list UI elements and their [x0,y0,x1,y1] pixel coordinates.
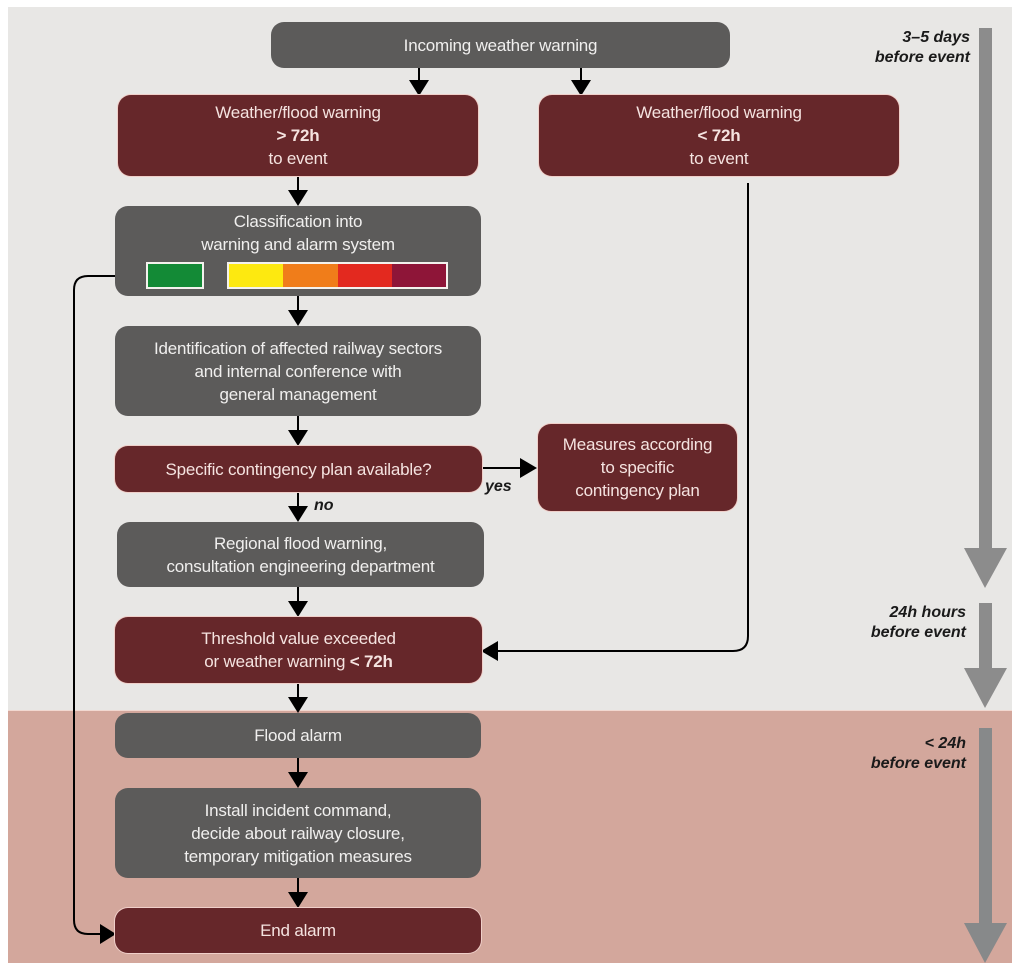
node-text: Threshold value exceeded [201,629,396,648]
timeline-label-line: 3–5 days [902,29,970,46]
node-contingency-question: Specific contingency plan available? [115,446,482,492]
node-text: Incoming weather warning [403,35,598,55]
edge-label-yes: yes [485,478,512,495]
node-text: or weather warning < 72h [204,650,393,673]
node-install-incident-command: Install incident command, decide about r… [115,788,481,878]
node-text: Flood alarm [254,726,342,745]
node-text: Classification into [233,212,363,231]
node-text: consultation engineering department [166,556,435,576]
node-text: Weather/flood warning [636,103,802,122]
node-end-alarm: End alarm [115,908,481,953]
node-text: End alarm [260,921,336,940]
arrow-green-to-end [73,275,148,935]
node-text: to event [268,149,328,168]
warning-level-purple [391,264,446,287]
arrow-lt72-to-threshold [498,183,749,652]
node-incoming-warning: Incoming weather warning [271,22,730,68]
node-warning-under-72h: Weather/flood warning < 72h to event [539,95,899,176]
timeline-arrow-1 [964,28,1007,588]
node-text: Regional flood warning, [213,533,388,553]
node-identification: Identification of affected railway secto… [115,326,481,416]
node-text: general management [219,384,377,404]
timeline-label-line: 24h hours [889,604,966,621]
node-text: Measures according [562,435,713,454]
edge-label-no: no [314,497,334,514]
timeline-label-line: before event [874,49,970,66]
timeline-label-line: before event [870,624,966,641]
warning-level-red [337,264,392,287]
timeline-label-line: < 24h [924,735,966,752]
node-text: to specific [600,458,675,477]
node-text: contingency plan [575,481,700,500]
warning-level-green [146,262,204,289]
node-text: decide about railway closure, [191,823,405,843]
node-text-bold: < 72h [349,652,393,671]
node-regional-flood-warning: Regional flood warning, consultation eng… [117,522,484,587]
timeline-arrow-3 [964,728,1007,963]
node-specific-measures: Measures according to specific contingen… [538,424,737,511]
node-flood-alarm: Flood alarm [115,713,481,758]
node-text: warning and alarm system [201,235,395,254]
node-text: Identification of affected railway secto… [154,338,442,358]
warning-level-yellow [229,264,284,287]
timeline-label-line: before event [870,755,966,772]
timeline-arrow-2 [964,603,1007,708]
warning-level-scale [227,262,448,289]
node-text-bold: < 72h [697,126,741,145]
timeline-label-under-24h: < 24h before event [871,734,966,774]
node-text-part: or weather warning [204,652,350,671]
timeline-label-24h: 24h hours before event [871,603,966,643]
node-threshold-exceeded: Threshold value exceeded or weather warn… [115,617,482,683]
node-text: temporary mitigation measures [184,846,412,866]
timeline-label-3-5-days: 3–5 days before event [875,28,970,68]
node-text: Specific contingency plan available? [165,459,432,479]
node-text: and internal conference with [194,361,402,381]
warning-level-orange [283,264,338,287]
node-text: to event [689,149,749,168]
node-text: Weather/flood warning [215,103,381,122]
node-text-bold: > 72h [276,126,320,145]
node-warning-over-72h: Weather/flood warning > 72h to event [118,95,478,176]
node-text: Install incident command, [204,800,392,820]
